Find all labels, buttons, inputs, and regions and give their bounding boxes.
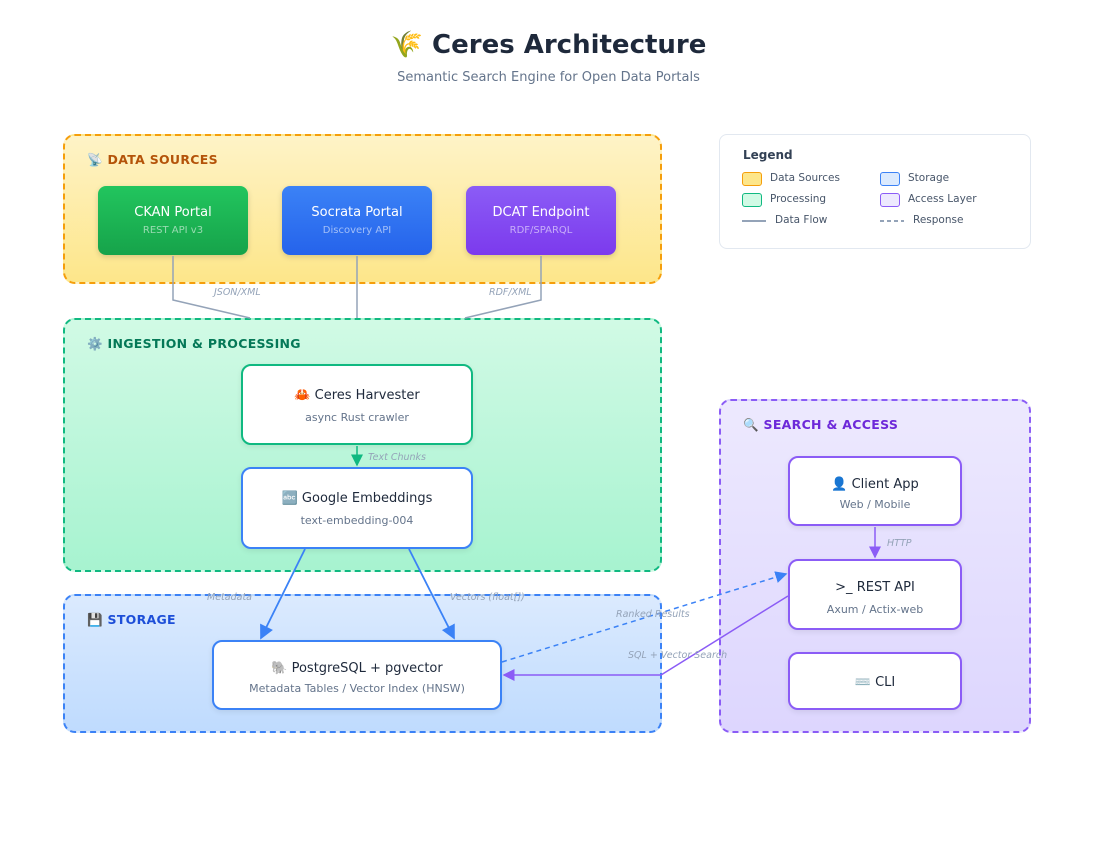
wheat-icon: 🌾	[390, 30, 423, 60]
legend-swatch-storage	[880, 172, 900, 186]
google-embeddings-node[interactable]: 🔤 Google Embeddings text-embedding-004	[241, 467, 473, 549]
legend-label-response: Response	[913, 214, 964, 226]
cli-node[interactable]: ⌨️ CLI	[788, 652, 962, 710]
processing-zone: ⚙️ INGESTION & PROCESSING	[63, 318, 662, 572]
postgresql-name: PostgreSQL + pgvector	[291, 661, 443, 676]
dcat-endpoint-sub: RDF/SPARQL	[509, 225, 573, 236]
page-title: 🌾 Ceres Architecture	[0, 30, 1097, 60]
terminal-icon: >_	[835, 580, 853, 595]
socrata-portal-node[interactable]: Socrata Portal Discovery API	[282, 186, 432, 255]
legend: Legend Data Sources Storage Processing A…	[719, 134, 1031, 249]
processing-label: ⚙️ INGESTION & PROCESSING	[87, 336, 301, 351]
legend-swatch-processing	[742, 193, 762, 207]
ckan-portal-sub: REST API v3	[142, 225, 204, 236]
legend-label-data-sources: Data Sources	[770, 172, 840, 184]
flow-label-vectors: Vectors (float[])	[450, 592, 525, 603]
keyboard-icon: ⌨️	[854, 675, 871, 690]
legend-line-data-flow	[742, 220, 766, 222]
embeddings-to-postgres-metadata-arrow	[260, 548, 306, 640]
flow-label-sql-vector-search: SQL + Vector Search	[628, 650, 727, 661]
google-embeddings-sub: text-embedding-004	[300, 514, 414, 527]
postgresql-node[interactable]: 🐘 PostgreSQL + pgvector Metadata Tables …	[212, 640, 502, 710]
client-app-name: Client App	[851, 477, 919, 492]
client-app-sub: Web / Mobile	[839, 498, 911, 511]
dcat-endpoint-name: DCAT Endpoint	[492, 205, 590, 220]
rest-api-name: REST API	[856, 580, 915, 595]
rest-api-node[interactable]: >_ REST API Axum / Actix-web	[788, 559, 962, 630]
crab-icon: 🦀	[294, 388, 311, 403]
legend-line-response	[880, 220, 904, 222]
flow-label-ranked-results: Ranked Results	[616, 609, 690, 620]
flow-label-rdf-xml: RDF/XML	[489, 287, 532, 298]
satellite-icon: 📡	[87, 152, 103, 167]
legend-label-processing: Processing	[770, 193, 827, 205]
dcat-to-harvester-connector	[464, 256, 542, 319]
socrata-portal-name: Socrata Portal	[311, 205, 403, 220]
title-text: Ceres Architecture	[432, 30, 707, 60]
ceres-harvester-name: Ceres Harvester	[314, 388, 420, 403]
legend-label-storage: Storage	[908, 172, 950, 184]
client-app-node[interactable]: 👤 Client App Web / Mobile	[788, 456, 962, 526]
ckan-to-harvester-connector	[172, 256, 251, 319]
postgresql-sub: Metadata Tables / Vector Index (HNSW)	[249, 682, 465, 695]
legend-label-access-layer: Access Layer	[908, 193, 977, 205]
socrata-portal-sub: Discovery API	[322, 225, 392, 236]
legend-swatch-access-layer	[880, 193, 900, 207]
data-sources-label: 📡 DATA SOURCES	[87, 152, 218, 167]
flow-label-metadata: Metadata	[207, 592, 252, 603]
flow-label-http: HTTP	[887, 538, 912, 549]
rest-api-sub: Axum / Actix-web	[826, 603, 924, 616]
page-subtitle: Semantic Search Engine for Open Data Por…	[397, 70, 700, 85]
google-embeddings-name: Google Embeddings	[301, 491, 433, 506]
ceres-harvester-node[interactable]: 🦀 Ceres Harvester async Rust crawler	[241, 364, 473, 445]
embeddings-to-postgres-vectors-arrow	[408, 548, 455, 640]
flow-label-json-xml: JSON/XML	[212, 287, 261, 298]
ckan-portal-node[interactable]: CKAN Portal REST API v3	[98, 186, 248, 255]
storage-label: 💾 STORAGE	[87, 612, 176, 627]
elephant-icon: 🐘	[271, 661, 288, 676]
legend-title: Legend	[743, 148, 793, 162]
user-icon: 👤	[831, 477, 848, 492]
postgres-to-rest-response-arrow	[501, 571, 788, 663]
flow-label-text-chunks: Text Chunks	[368, 452, 426, 463]
rest-to-postgres-query-arrow	[502, 595, 789, 681]
gear-icon: ⚙️	[87, 336, 103, 351]
cli-name: CLI	[875, 675, 896, 690]
floppy-disk-icon: 💾	[87, 612, 103, 627]
legend-swatch-data-sources	[742, 172, 762, 186]
dcat-endpoint-node[interactable]: DCAT Endpoint RDF/SPARQL	[466, 186, 616, 255]
ckan-portal-name: CKAN Portal	[134, 205, 212, 220]
magnifier-icon: 🔍	[743, 417, 759, 432]
text-input-icon: 🔤	[281, 491, 298, 506]
ceres-harvester-sub: async Rust crawler	[305, 411, 409, 424]
access-label: 🔍 SEARCH & ACCESS	[743, 417, 899, 432]
legend-label-data-flow: Data Flow	[775, 214, 828, 226]
